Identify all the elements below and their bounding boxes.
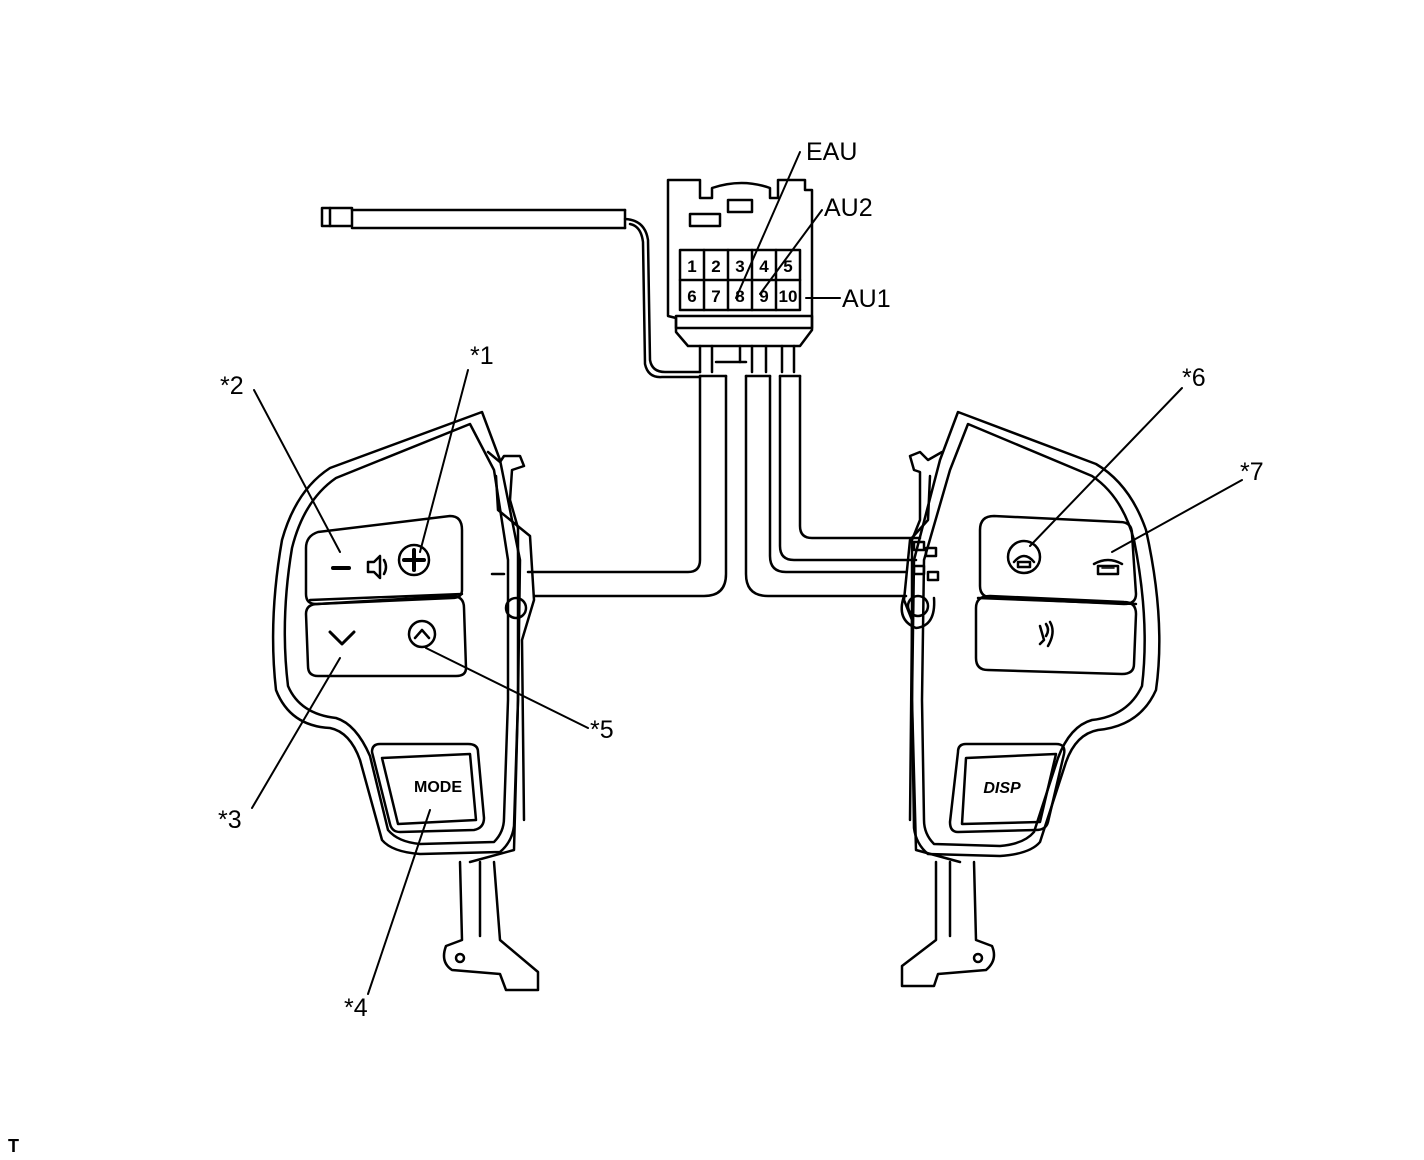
callout-3: *3 — [218, 806, 242, 834]
pin-5: 5 — [783, 257, 792, 276]
pin-10: 10 — [779, 287, 798, 306]
pin-6: 6 — [687, 287, 696, 306]
pin-4: 4 — [759, 257, 769, 276]
callout-6: *6 — [1182, 364, 1206, 392]
callout-7: *7 — [1240, 458, 1264, 486]
leader-lines — [251, 151, 1243, 995]
callout-5: *5 — [590, 716, 614, 744]
right-steering-switch — [900, 410, 1161, 988]
mode-button-label: MODE — [414, 779, 462, 796]
pin-1: 1 — [687, 257, 696, 276]
corner-mark: T — [8, 1136, 19, 1156]
connector-pin-labels: 1 2 3 4 5 6 7 8 9 10 — [687, 257, 797, 306]
terminal-label-au2: AU2 — [824, 194, 873, 222]
terminal-label-au1: AU1 — [842, 285, 891, 313]
terminal-label-eau: EAU — [806, 138, 857, 166]
pin-9: 9 — [759, 287, 768, 306]
left-steering-switch — [271, 410, 540, 992]
pin-2: 2 — [711, 257, 720, 276]
pin-7: 7 — [711, 287, 720, 306]
disp-button-label: DISP — [983, 780, 1021, 797]
pigtail-cable — [320, 206, 702, 379]
callout-4: *4 — [344, 994, 368, 1022]
pin-8: 8 — [735, 287, 744, 306]
callout-2: *2 — [220, 372, 244, 400]
connector-housing — [666, 178, 814, 374]
pin-3: 3 — [735, 257, 744, 276]
wire-harness — [526, 360, 922, 598]
callout-1: *1 — [470, 342, 494, 370]
